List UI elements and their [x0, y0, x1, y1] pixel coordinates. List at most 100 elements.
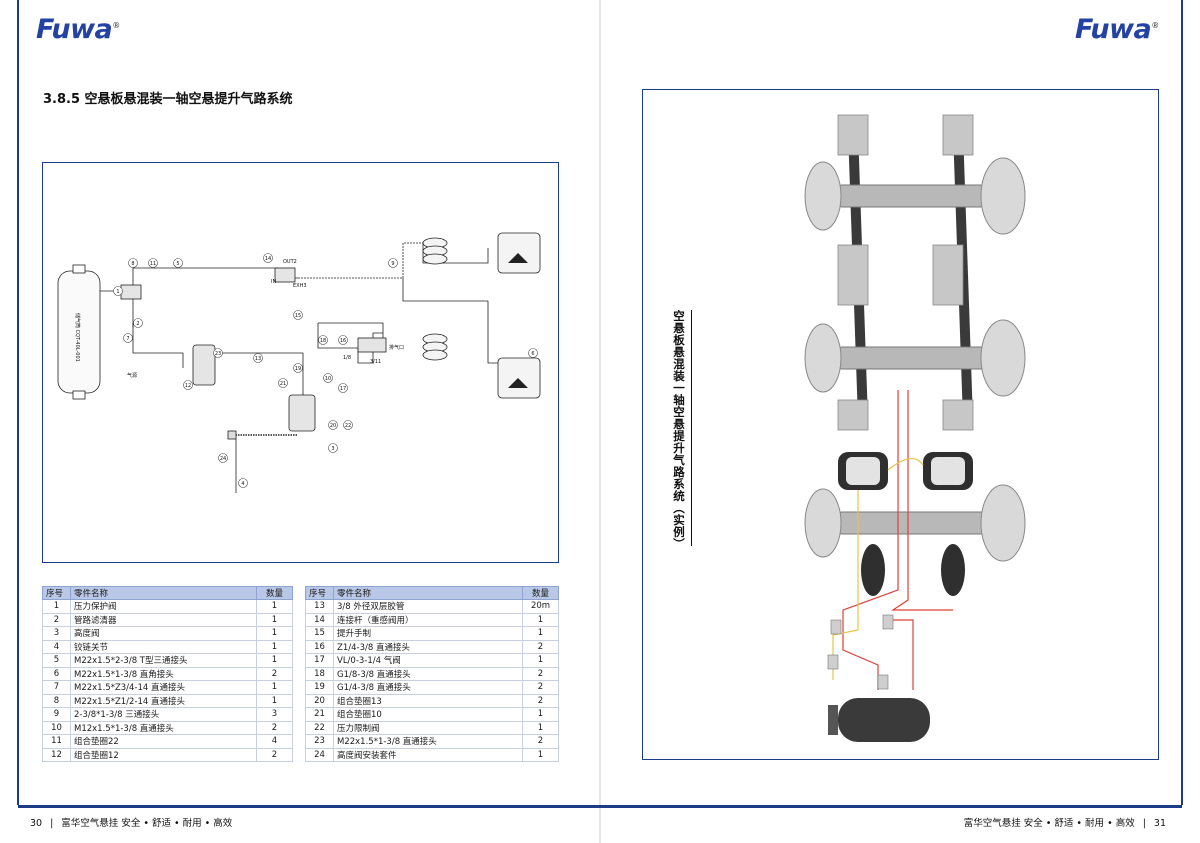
cell-qty: 1	[256, 613, 293, 627]
callout-number: 19	[295, 366, 301, 372]
cell-qty: 2	[256, 748, 293, 762]
air-spring-top-shape	[497, 232, 541, 274]
height-valve-shape	[288, 394, 316, 432]
page-number-left: 30	[30, 818, 43, 829]
callout-number: 4	[241, 481, 244, 487]
col-header-no: 序号	[42, 586, 71, 600]
cell-qty: 4	[256, 734, 293, 749]
callout-number: 6	[531, 351, 534, 357]
cell-no: 23	[305, 734, 334, 749]
callout-number: 23	[215, 351, 221, 357]
section-title: 3.8.5 空悬板悬混装一轴空悬提升气路系统	[43, 92, 293, 107]
cell-name: 管路滤清器	[70, 613, 257, 627]
callout-circle	[328, 420, 338, 430]
cell-qty: 1	[522, 653, 559, 668]
callout-number: 17	[340, 386, 346, 392]
callout-circle	[528, 348, 538, 358]
col-header-no: 序号	[305, 586, 334, 600]
cell-no: 8	[42, 694, 71, 708]
cell-name: 提升手制	[333, 626, 523, 641]
cell-no: 3	[42, 626, 71, 641]
callout-number: 11	[150, 261, 156, 267]
cell-qty: 2	[256, 667, 293, 681]
cell-name: M12x1.5*1-3/8 直通接头	[70, 721, 257, 735]
cell-name: 铰链关节	[70, 640, 257, 654]
cell-no: 10	[42, 721, 71, 735]
cell-name: 组合垫圈10	[333, 707, 523, 722]
label-flow: 气源	[127, 372, 137, 379]
callout-circle	[293, 310, 303, 320]
callout-number: 8	[131, 261, 134, 267]
cell-qty: 3	[256, 707, 293, 722]
cell-no: 16	[305, 640, 334, 654]
cell-name: 组合垫圈22	[70, 734, 257, 749]
right-page-edge	[1181, 0, 1183, 805]
cell-qty: 2	[522, 734, 559, 749]
cell-no: 17	[305, 653, 334, 668]
callout-circle	[238, 478, 248, 488]
callout-circle	[338, 383, 348, 393]
cell-no: 13	[305, 599, 334, 614]
label-out2: OUT2	[283, 259, 297, 265]
callout-circle	[213, 348, 223, 358]
cell-no: 5	[42, 653, 71, 668]
callout-circle	[338, 335, 348, 345]
footer-left: 30|富华空气悬挂 安全 • 舒适 • 耐用 • 高效	[30, 815, 232, 829]
registered-mark: ®	[112, 21, 120, 30]
pressure-protection-valve-shape	[120, 284, 142, 300]
footer-right: 富华空气悬挂 安全 • 舒适 • 耐用 • 高效|31	[964, 815, 1166, 829]
registered-mark: ®	[1151, 21, 1159, 30]
callout-number: 16	[340, 338, 346, 344]
cell-no: 15	[305, 626, 334, 641]
fuwa-logo-right: Fuwa®	[1075, 14, 1159, 45]
cell-qty: 1	[522, 707, 559, 722]
cell-name: Z1/4-3/8 直通接头	[333, 640, 523, 654]
callout-circle	[263, 253, 273, 263]
axle-1	[837, 184, 989, 208]
cell-qty: 1	[522, 626, 559, 641]
cell-name: G1/8-3/8 直通接头	[333, 667, 523, 681]
cell-no: 22	[305, 721, 334, 735]
cell-name: 3/8 外径双层胶管	[333, 599, 523, 614]
callout-number: 3	[331, 446, 334, 452]
callout-circle	[183, 380, 193, 390]
suspension-illustration	[804, 114, 1026, 742]
cell-name: M22x1.5*2-3/8 T型三通接头	[70, 653, 257, 668]
footer-rule	[18, 805, 1182, 808]
callout-number: 20	[330, 423, 336, 429]
cell-qty: 2	[522, 667, 559, 681]
callout-circle	[343, 420, 353, 430]
filter-shape	[192, 344, 216, 386]
cell-no: 1	[42, 599, 71, 614]
cell-no: 2	[42, 613, 71, 627]
label-exhaust: 排气口	[389, 344, 404, 351]
cell-name: 高度阀	[70, 626, 257, 641]
caption-underline	[691, 310, 692, 546]
callout-circle	[113, 286, 123, 296]
callout-number: 22	[345, 423, 351, 429]
cell-name: G1/4-3/8 直通接头	[333, 680, 523, 695]
left-page-edge	[17, 0, 19, 805]
cell-name: M22x1.5*1-3/8 直通接头	[333, 734, 523, 749]
cell-no: 6	[42, 667, 71, 681]
callout-number: 5	[176, 261, 179, 267]
photo-caption: 空悬板悬混装一轴空悬提升气路系统（实例）	[672, 310, 686, 550]
cell-qty: 1	[522, 721, 559, 735]
callout-number: 2	[136, 321, 139, 327]
callout-circle	[323, 373, 333, 383]
label-port-18: 1/8	[343, 355, 351, 361]
callout-number: 7	[126, 336, 129, 342]
callout-circle	[133, 318, 143, 328]
